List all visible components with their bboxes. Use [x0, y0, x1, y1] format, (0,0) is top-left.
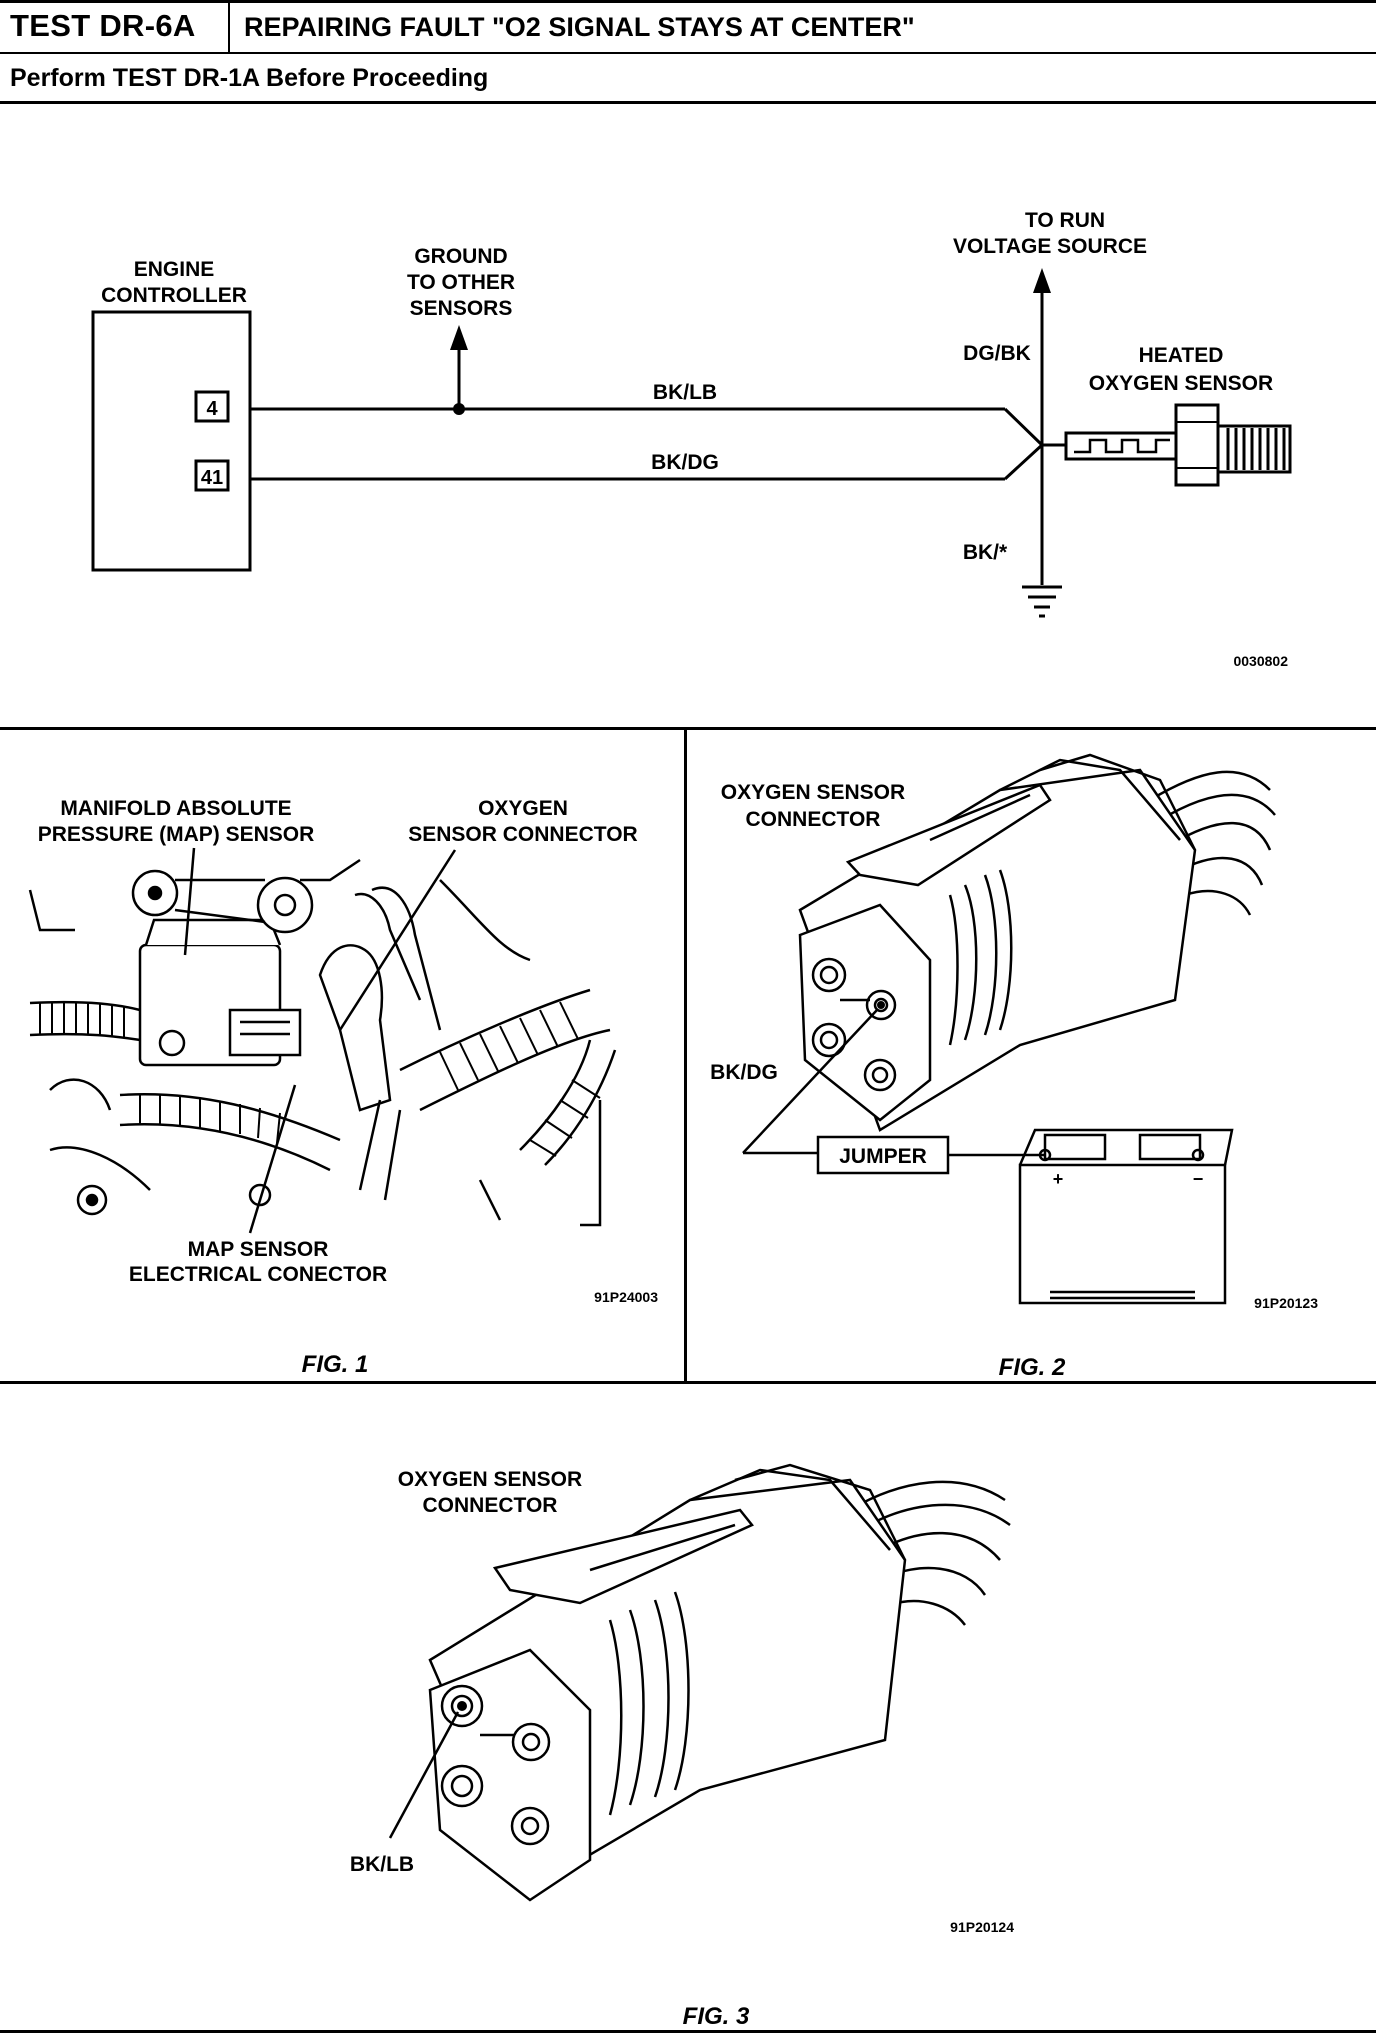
fig2-connector-label-2: CONNECTOR — [746, 808, 881, 831]
ground-label-3: SENSORS — [410, 297, 513, 320]
fig2-wire-label: BK/DG — [710, 1061, 778, 1084]
pin-4-box — [194, 390, 230, 423]
fig2-connector-icon — [798, 753, 1276, 1132]
wire-bk-star-label: BK/* — [963, 541, 1008, 564]
ground-label: GROUND — [414, 245, 507, 268]
arrow-up-icon — [450, 325, 468, 350]
map-connector-label-2: ELECTRICAL CONECTOR — [129, 1263, 387, 1286]
arrow-up-icon-2 — [1033, 268, 1051, 293]
run-voltage-label-2: VOLTAGE SOURCE — [953, 235, 1147, 258]
map-sensor-label: MANIFOLD ABSOLUTE — [60, 797, 291, 820]
header-divider — [228, 0, 230, 52]
battery-plus: + — [1053, 1169, 1064, 1189]
wiring-schematic: ENGINE CONTROLLER 4 41 GROUND TO OTHER S… — [91, 209, 1292, 669]
fig3-probe-lead — [388, 1711, 460, 1839]
map-connector-label: MAP SENSOR — [188, 1238, 329, 1261]
fig1-code: 91P24003 — [594, 1289, 658, 1305]
test-subtitle: Perform TEST DR-1A Before Proceeding — [10, 64, 489, 92]
fig2-code: 91P20123 — [1254, 1295, 1318, 1311]
run-voltage-label: TO RUN — [1025, 209, 1105, 232]
ground-icon — [1022, 585, 1062, 618]
pin-4-label: 4 — [206, 398, 218, 420]
fig-divider — [684, 730, 687, 1384]
pin-41-label: 41 — [201, 467, 223, 489]
wire-bk-dg-label: BK/DG — [651, 451, 719, 474]
engine-controller-label: ENGINE — [134, 258, 215, 281]
engine-controller-label-2: CONTROLLER — [101, 284, 247, 307]
fig3-connector-icon — [428, 1463, 1011, 1902]
fig3-code: 91P20124 — [950, 1919, 1014, 1935]
ground-label-2: TO OTHER — [407, 271, 515, 294]
probe-lead — [742, 1009, 878, 1154]
pin-41-box — [194, 459, 230, 492]
test-title: REPAIRING FAULT "O2 SIGNAL STAYS AT CENT… — [244, 12, 915, 42]
battery-minus: − — [1193, 1169, 1204, 1189]
header-rule — [0, 52, 1376, 54]
top-border — [0, 0, 1376, 3]
battery-icon — [1018, 1128, 1234, 1305]
fig2-caption: FIG. 2 — [999, 1354, 1066, 1381]
figs-bottom-rule — [0, 1381, 1376, 1384]
o2-connector-label-2: SENSOR CONNECTOR — [408, 823, 637, 846]
fig2-connector-label: OXYGEN SENSOR — [721, 781, 905, 804]
test-id: TEST DR-6A — [10, 8, 196, 43]
fig2-jumper-illustration: OXYGEN SENSOR CONNECTOR — [710, 753, 1318, 1381]
schematic-bottom-rule — [0, 727, 1376, 730]
o2-connector-label: OXYGEN — [478, 797, 568, 820]
heated-sensor-label-2: OXYGEN SENSOR — [1089, 372, 1273, 395]
subtitle-rule — [0, 101, 1376, 104]
fig3-connector-label-2: CONNECTOR — [423, 1494, 558, 1517]
fig3-wire-label: BK/LB — [350, 1853, 414, 1876]
wire-dg-bk-label: DG/BK — [963, 342, 1031, 365]
schematic-code: 0030802 — [1233, 653, 1288, 669]
jumper-label: JUMPER — [839, 1145, 927, 1168]
fig1-engine-bay-illustration: MANIFOLD ABSOLUTE PRESSURE (MAP) SENSOR … — [28, 797, 658, 1378]
heated-sensor-label: HEATED — [1139, 344, 1224, 367]
wire-bk-lb-label: BK/LB — [653, 381, 717, 404]
fig3-connector-illustration: OXYGEN SENSOR CONNECTOR — [350, 1463, 1014, 2030]
map-sensor-label-2: PRESSURE (MAP) SENSOR — [38, 823, 315, 846]
oxygen-sensor-icon — [1042, 403, 1292, 487]
engine-controller-box — [91, 310, 252, 572]
fig3-connector-label: OXYGEN SENSOR — [398, 1468, 582, 1491]
page-bottom-rule — [0, 2030, 1376, 2033]
fig1-caption: FIG. 1 — [302, 1351, 369, 1378]
fig3-caption: FIG. 3 — [683, 2003, 750, 2030]
